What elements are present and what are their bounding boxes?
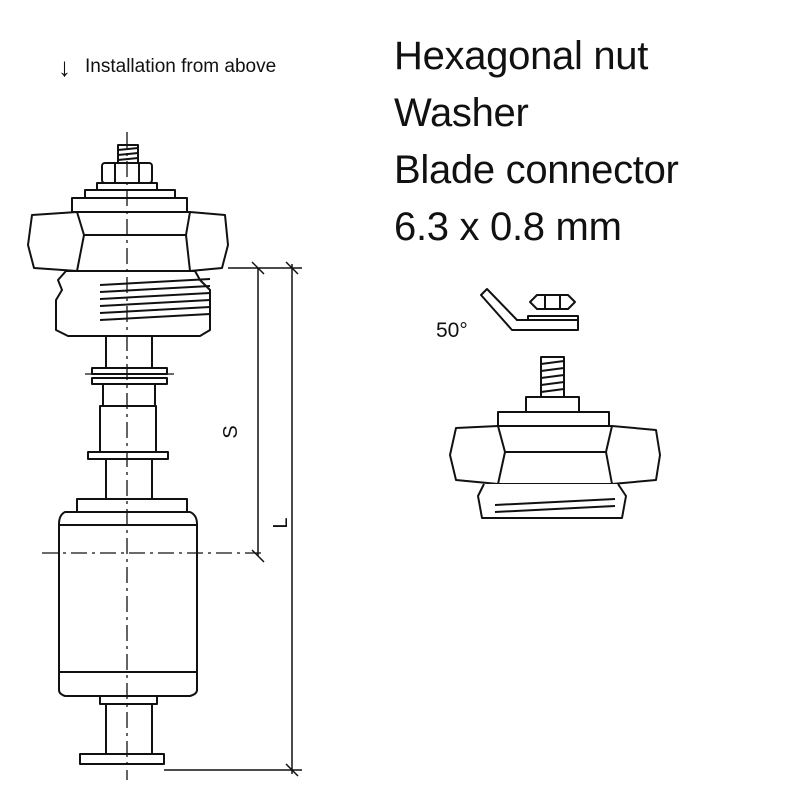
top-stud <box>71 144 188 213</box>
label-hexagonal-nut: Hexagonal nut <box>394 34 649 78</box>
label-connector-size: 6.3 x 0.8 mm <box>394 205 622 249</box>
bottom-stop <box>79 695 165 765</box>
centerlines <box>42 132 262 780</box>
installation-text: Installation from above <box>85 56 277 77</box>
float-cylinder <box>58 511 198 697</box>
detail-switch-head <box>449 356 661 519</box>
threaded-body <box>55 270 211 337</box>
guide-tube <box>76 335 188 513</box>
dimension-lines <box>164 261 302 777</box>
label-blade-connector: Blade connector <box>394 148 679 192</box>
main-hex-nut <box>27 211 229 272</box>
float-switch-assembly <box>27 144 302 765</box>
label-washer: Washer <box>394 91 529 135</box>
part-labels: Hexagonal nut Washer Blade connector 6.3… <box>394 28 679 256</box>
dimension-s-label: S <box>220 425 242 438</box>
blade-connector <box>480 288 579 331</box>
down-arrow-icon: ↓ <box>58 52 71 82</box>
angle-label: 50° <box>436 319 468 342</box>
installation-caption: ↓ Installation from above <box>58 54 276 80</box>
dimension-l-label: L <box>270 517 292 528</box>
